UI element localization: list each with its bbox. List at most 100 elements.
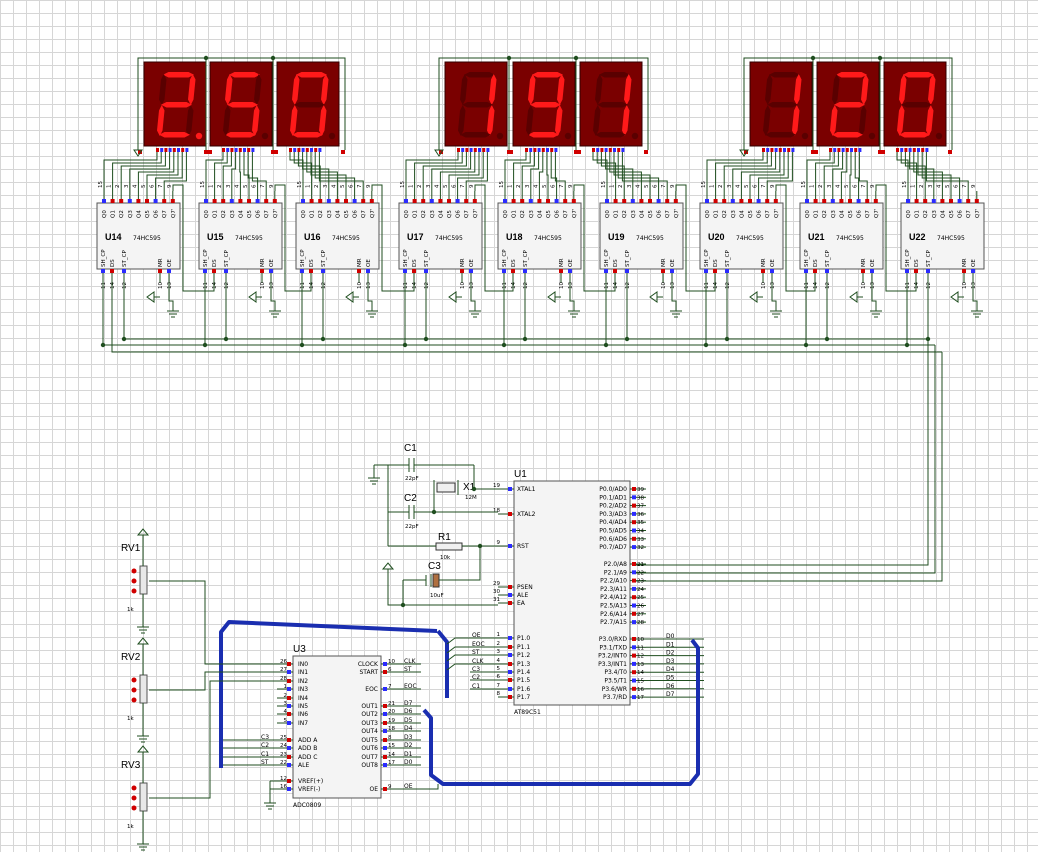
pin-number: 15 [98, 181, 104, 188]
wire [168, 283, 174, 307]
pin-label: Q5 [247, 210, 253, 218]
pin-number: 1 [508, 185, 514, 188]
display-pin [156, 148, 159, 152]
pin-marker [765, 199, 770, 203]
pin-number: 19 [493, 483, 500, 489]
pin-marker [412, 199, 417, 203]
pin-marker [203, 269, 207, 273]
pin-number: 13 [870, 282, 876, 289]
pin-number: 14 [309, 282, 315, 289]
pin-marker [287, 746, 291, 750]
pin-number: 13 [269, 282, 275, 289]
segment-e [763, 105, 771, 136]
pin-label: Q7' [874, 209, 880, 218]
pin-marker [974, 199, 979, 203]
pin-number: 5 [844, 184, 850, 188]
ground-symbol [264, 797, 276, 810]
pot-terminal [131, 588, 137, 594]
chip-ref: U14 [105, 232, 122, 242]
pin-marker [705, 199, 709, 203]
segment-b [254, 74, 262, 105]
pin-label: Q6 [353, 210, 359, 218]
pin-label: Q7 [665, 210, 671, 218]
pin-number: 5 [744, 184, 750, 188]
decimal-point [195, 132, 203, 140]
display-pin [457, 148, 460, 152]
wire [387, 577, 498, 606]
pin-number: 8 [497, 691, 501, 697]
wire [972, 283, 978, 307]
segment-b [861, 74, 869, 105]
power-arrow [849, 291, 858, 303]
pin-number: 12 [224, 282, 230, 289]
pin-number: 12 [321, 282, 327, 289]
pin-label: MR [357, 258, 363, 267]
pot-terminal [131, 805, 137, 811]
pin-number: 39 [637, 487, 644, 493]
pin-number: 27 [637, 612, 644, 618]
pin-name: P2.0/A8 [604, 561, 627, 568]
display-pin [774, 148, 778, 152]
segment-wire [621, 152, 668, 191]
pin-label: ST_CP [523, 250, 529, 267]
pin-label: SH_CP [203, 249, 209, 267]
pin-number: 5 [542, 184, 548, 188]
pin-marker [713, 269, 717, 273]
pin-marker [383, 763, 387, 767]
pin-label: Q7 [162, 210, 168, 218]
pin-number: 9 [670, 184, 676, 188]
segment-wire [617, 152, 660, 191]
net-label: ST [472, 649, 480, 656]
ground-symbol [137, 838, 149, 851]
pin-label: Q5 [145, 210, 151, 218]
pin-name: P0.4/AD4 [599, 519, 627, 526]
pin-label: Q5 [344, 210, 350, 218]
pin-marker [287, 738, 291, 742]
pot-terminal [131, 578, 137, 584]
net-label: D4 [666, 666, 675, 673]
pin-label: Q4 [940, 210, 946, 218]
segment-wire [546, 152, 549, 191]
pin-number: 13 [167, 282, 173, 289]
net-label: D5 [666, 675, 675, 682]
pin-number: 2 [284, 693, 288, 699]
segment-e [157, 105, 165, 136]
display-pin [529, 148, 533, 152]
pin-number: 13 [971, 282, 977, 289]
pin-marker [508, 487, 512, 491]
pin-number: 22 [280, 760, 287, 766]
pin-label: DS [813, 259, 819, 267]
net-label: D0 [666, 633, 675, 640]
pin-name: P0.3/AD3 [599, 511, 627, 518]
pin-label: Q7 [264, 210, 270, 218]
power-arrow-symbol [136, 745, 150, 760]
pin-marker [366, 269, 370, 273]
pin-marker [554, 199, 559, 203]
pin-marker [878, 150, 882, 154]
pin-label: Q1 [512, 210, 518, 218]
ground-symbol [568, 305, 580, 318]
display-pin [181, 148, 185, 152]
segment-f [159, 74, 167, 105]
decimal-point [801, 132, 809, 140]
adc-part: ADC0809 [293, 802, 321, 809]
pin-label: SH_CP [300, 249, 306, 267]
pin-number: 15 [400, 181, 406, 188]
pin-number: 9 [388, 784, 392, 790]
net-label: C3 [472, 666, 480, 673]
pin-marker [383, 729, 387, 733]
pin-marker [464, 199, 469, 203]
chip-body [198, 202, 283, 270]
pin-label: SH_CP [403, 249, 409, 267]
pot-terminal [131, 677, 137, 683]
display-pin [904, 148, 908, 152]
pin-marker [744, 150, 748, 154]
display-pin [900, 148, 904, 152]
pin-label: Q6 [657, 210, 663, 218]
pin-name: P1.5 [517, 677, 530, 684]
pin-label: MR [260, 258, 266, 267]
pin-marker [632, 620, 636, 625]
in1-wire [156, 671, 277, 691]
